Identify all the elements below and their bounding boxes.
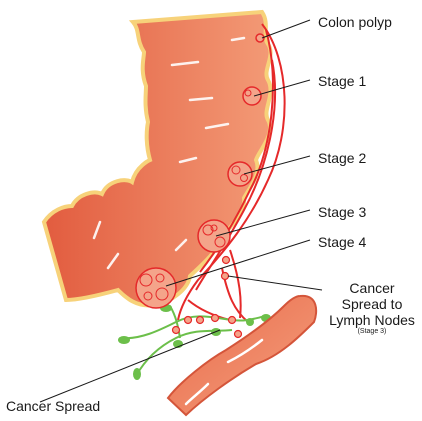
label-lymph-spread: Cancer Spread to Lymph Nodes (Stage 3) (322, 280, 422, 336)
label-stage1: Stage 1 (318, 73, 366, 89)
colon-body (44, 12, 271, 305)
label-stage4: Stage 4 (318, 234, 366, 250)
lower-colon-segment (168, 296, 316, 415)
tumor-stage1 (243, 87, 261, 105)
label-stage3: Stage 3 (318, 204, 366, 220)
label-lymph-line1: Cancer (322, 280, 422, 296)
label-lymph-line3: Lymph Nodes (322, 312, 422, 328)
tumor-stage3 (198, 220, 230, 252)
label-cancer-spread: Cancer Spread (6, 398, 100, 414)
label-lymph-line2: Spread to (322, 296, 422, 312)
label-lymph-note: (Stage 3) (322, 328, 422, 336)
label-colon-polyp: Colon polyp (318, 14, 392, 30)
tumor-stage4 (136, 268, 176, 308)
label-stage2: Stage 2 (318, 150, 366, 166)
tumor-stage2 (228, 162, 252, 186)
